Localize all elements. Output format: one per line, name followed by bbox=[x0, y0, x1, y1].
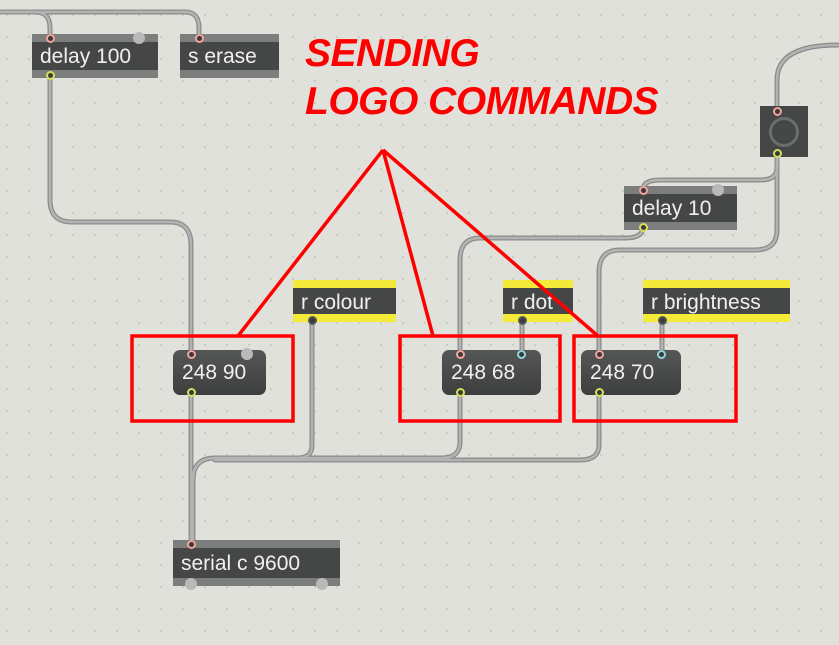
outlet[interactable] bbox=[46, 71, 55, 80]
inlet[interactable] bbox=[657, 350, 666, 359]
inlet[interactable] bbox=[195, 34, 204, 43]
annotation-title-line2: LOGO COMMANDS bbox=[305, 80, 659, 123]
message-label: 248 68 bbox=[451, 361, 516, 384]
highlight-box bbox=[572, 334, 738, 423]
message-248-68[interactable]: 248 68 bbox=[442, 350, 541, 397]
highlight-box bbox=[398, 334, 562, 423]
inlet[interactable] bbox=[187, 350, 196, 359]
bang-button[interactable] bbox=[760, 106, 808, 158]
outlet[interactable] bbox=[658, 316, 667, 325]
annotation-title-line1: SENDING bbox=[305, 32, 480, 75]
inlet[interactable] bbox=[639, 186, 648, 195]
outlet[interactable] bbox=[518, 316, 527, 325]
inlet[interactable] bbox=[712, 184, 724, 196]
object-label: r dot bbox=[511, 291, 554, 314]
inlet[interactable] bbox=[133, 32, 145, 44]
inlet[interactable] bbox=[517, 350, 526, 359]
message-248-70[interactable]: 248 70 bbox=[581, 350, 681, 397]
pointer-line bbox=[381, 149, 435, 337]
outlet[interactable] bbox=[773, 149, 782, 158]
outlet[interactable] bbox=[316, 578, 328, 590]
pointer-line bbox=[381, 148, 600, 338]
inlet[interactable] bbox=[46, 34, 55, 43]
inlet[interactable] bbox=[187, 540, 196, 549]
receive-colour-object[interactable]: r colour bbox=[293, 280, 396, 325]
object-label: r brightness bbox=[651, 291, 761, 314]
inlet[interactable] bbox=[595, 350, 604, 359]
object-label: s erase bbox=[188, 45, 257, 68]
message-label: 248 90 bbox=[182, 361, 247, 384]
delay-100-object[interactable]: delay 100 bbox=[32, 32, 158, 80]
object-label: serial c 9600 bbox=[181, 552, 301, 575]
send-erase-object[interactable]: s erase bbox=[180, 34, 279, 78]
delay-10-object[interactable]: delay 10 bbox=[624, 184, 737, 232]
outlet[interactable] bbox=[308, 316, 317, 325]
outlet[interactable] bbox=[187, 388, 196, 397]
message-label: 248 70 bbox=[590, 361, 655, 384]
outlet[interactable] bbox=[456, 388, 465, 397]
inlet[interactable] bbox=[241, 348, 253, 360]
inlet[interactable] bbox=[773, 107, 782, 116]
outlet[interactable] bbox=[595, 388, 604, 397]
receive-dot-object[interactable]: r dot bbox=[503, 280, 573, 325]
receive-brightness-object[interactable]: r brightness bbox=[643, 280, 790, 325]
pointer-line bbox=[236, 148, 385, 338]
outlet[interactable] bbox=[639, 223, 648, 232]
message-248-90[interactable]: 248 90 bbox=[173, 348, 266, 397]
outlet[interactable] bbox=[185, 578, 197, 590]
serial-object[interactable]: serial c 9600 bbox=[173, 540, 340, 590]
highlight-box bbox=[130, 334, 295, 423]
inlet[interactable] bbox=[456, 350, 465, 359]
object-label: delay 10 bbox=[632, 197, 712, 220]
object-label: delay 100 bbox=[40, 45, 132, 68]
bang-circle-icon bbox=[769, 117, 799, 147]
object-label: r colour bbox=[301, 291, 372, 314]
